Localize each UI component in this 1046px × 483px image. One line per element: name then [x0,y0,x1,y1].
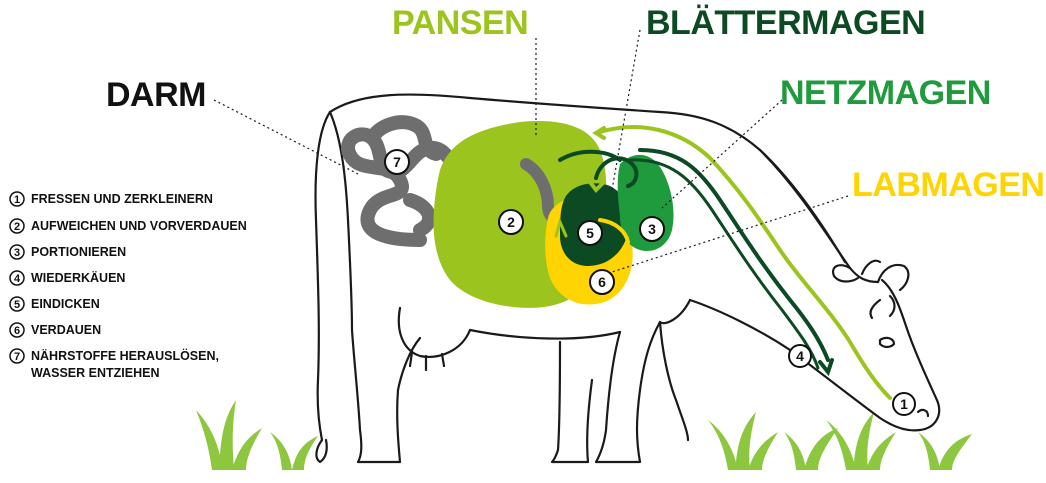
label-netzmagen: NETZMAGEN [780,74,991,112]
esophagus-path-dark-1 [640,150,828,360]
legend-item-3-num: 3 [14,247,20,259]
marker-3: 3 [640,217,664,241]
legend-item-1-text: FRESSEN UND ZERKLEINERN [31,192,213,206]
legend-item-6-text: VERDAUEN [31,323,101,337]
label-labmagen: LABMAGEN [852,166,1044,204]
marker-5-text: 5 [586,225,594,241]
legend-item-4: 4 WIEDERKÄUEN [10,270,125,285]
marker-2: 2 [499,210,523,234]
marker-5: 5 [578,221,602,245]
legend-item-4-num: 4 [14,273,21,285]
grass-tuft-6 [918,432,972,470]
marker-6: 6 [590,270,614,294]
legend-item-1: 1 FRESSEN UND ZERKLEINERN [10,192,213,206]
marker-7: 7 [385,150,409,174]
grass-tuft-2 [270,432,318,470]
legend-item-7-num: 7 [14,351,20,363]
legend-item-2-text: AUFWEICHEN UND VORVERDAUEN [31,219,247,233]
legend-item-5-num: 5 [14,299,20,311]
label-pansen: PANSEN [392,4,528,42]
legend-item-1-num: 1 [14,194,20,206]
legend-item-2: 2 AUFWEICHEN UND VORVERDAUEN [10,219,247,233]
label-darm: DARM [106,76,206,114]
marker-2-text: 2 [507,214,515,230]
arrow-head-mouth [820,360,832,372]
legend-item-5-text: EINDICKEN [31,297,100,311]
grass-tuft-4 [784,428,838,470]
marker-3-text: 3 [648,221,656,237]
marker-7-text: 7 [393,154,401,170]
legend-item-7-text: NÄHRSTOFFE HERAUSLÖSEN, [31,348,219,363]
legend-item-2-num: 2 [14,221,20,233]
marker-4: 4 [789,345,811,367]
legend-item-3: 3 PORTIONIEREN [10,245,126,259]
legend-item-6: 6 VERDAUEN [10,323,101,337]
legend-item-6-num: 6 [14,325,20,337]
legend-item-4-text: WIEDERKÄUEN [31,270,125,285]
legend-item-7-text-line2: WASSER ENTZIEHEN [31,366,160,380]
marker-4-text: 4 [796,348,804,364]
grass-tuft-1 [196,400,262,470]
legend: 1 FRESSEN UND ZERKLEINERN 2 AUFWEICHEN U… [10,192,247,380]
marker-6-text: 6 [598,274,606,290]
marker-1-text: 1 [900,396,908,412]
legend-item-5: 5 EINDICKEN [10,297,100,311]
label-blaettermagen: BLÄTTERMAGEN [646,4,925,42]
grass-tufts [196,400,972,470]
legend-item-3-text: PORTIONIEREN [31,245,126,259]
marker-1: 1 [893,393,915,415]
legend-item-7: 7 NÄHRSTOFFE HERAUSLÖSEN, WASSER ENTZIEH… [10,348,219,380]
grass-tuft-3 [708,412,778,470]
